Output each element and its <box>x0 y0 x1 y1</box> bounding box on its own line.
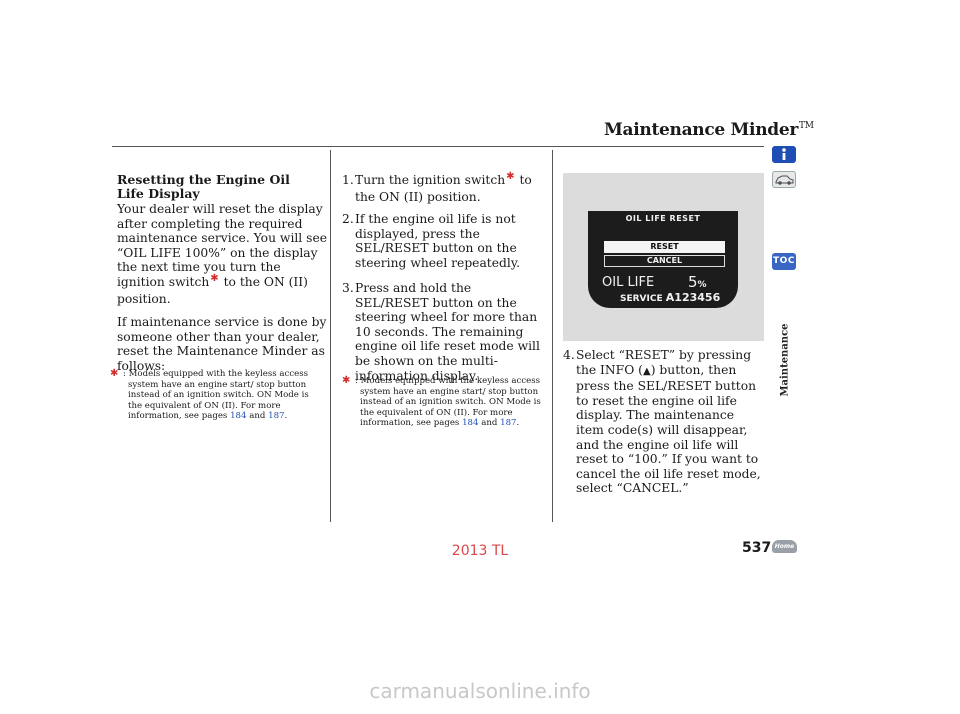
page-link-184[interactable]: 184 <box>462 418 479 429</box>
up-arrow-icon: ▲ <box>643 365 651 377</box>
toc-button[interactable]: TOC <box>772 253 796 270</box>
footnote-star: ✱ <box>110 368 119 379</box>
display-cancel-option: CANCEL <box>604 255 725 267</box>
trademark: TM <box>799 121 814 132</box>
procedure-paragraph: If maintenance service is done by someon… <box>117 315 327 373</box>
site-watermark: carmanualsonline.info <box>369 679 591 703</box>
multi-information-display: OIL LIFE RESET RESET CANCEL OIL LIFE 5% … <box>588 211 738 308</box>
footnote-star: ✱ <box>342 375 351 386</box>
step-3: 3. Press and hold the SEL/RESET button o… <box>342 281 540 383</box>
step-4: 4. Select “RESET” by pressing the INFO (… <box>563 348 761 496</box>
footnote-middle: ✱ : Models equipped with the keyless acc… <box>342 375 541 429</box>
intro-paragraph: Your dealer will reset the display after… <box>117 202 328 306</box>
page-title: Maintenance MinderTM <box>604 120 814 140</box>
car-icon[interactable] <box>772 171 796 188</box>
page-link-187[interactable]: 187 <box>268 411 285 422</box>
section-tab-label: Maintenance <box>779 323 791 397</box>
display-title: OIL LIFE RESET <box>625 214 701 223</box>
step-2: 2. If the engine oil life is not display… <box>342 212 521 270</box>
page-link-184[interactable]: 184 <box>230 411 247 422</box>
model-watermark: 2013 TL <box>451 543 509 559</box>
step-1: 1. Turn the ignition switch✱ to the ON (… <box>342 171 532 204</box>
display-oil-life-value: 5% <box>688 273 707 291</box>
display-reset-option: RESET <box>604 241 725 253</box>
display-oil-life-label: OIL LIFE <box>602 275 655 290</box>
section-heading: Resetting the Engine Oil Life Display <box>117 172 290 201</box>
footnote-left: ✱ : Models equipped with the keyless acc… <box>110 368 309 422</box>
page-number: 537 <box>742 540 772 556</box>
home-button[interactable]: Home <box>772 540 797 553</box>
column-divider-right <box>552 150 553 522</box>
page-link-187[interactable]: 187 <box>500 418 517 429</box>
footnote-star: ✱ <box>506 171 515 182</box>
footnote-star: ✱ <box>210 272 219 284</box>
header-rule <box>112 146 764 147</box>
display-service-code: SERVICE A123456 <box>620 291 721 304</box>
column-divider-left <box>330 150 331 522</box>
info-icon[interactable] <box>772 146 796 163</box>
